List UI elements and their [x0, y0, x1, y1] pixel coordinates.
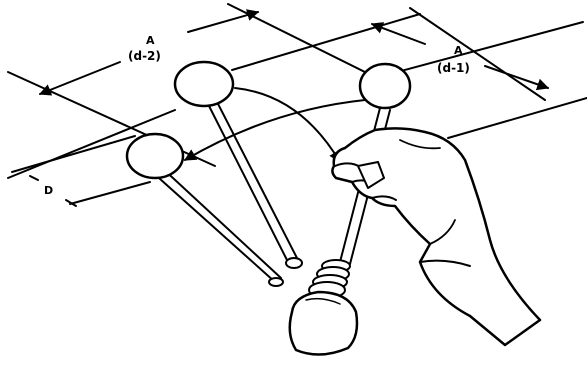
dim-right-arrow-b [484, 65, 550, 91]
baseline-right [447, 97, 587, 139]
dim-d-tick-b [65, 199, 77, 207]
middle-lever [173, 60, 303, 269]
left-lever-knob [125, 132, 185, 180]
dim-left-arrow-a [38, 61, 121, 96]
dim-label-right-a: A [454, 44, 463, 57]
motion-arrow-forward [234, 87, 341, 164]
right-lever-with-boot [288, 62, 412, 356]
motion-arrow-back [183, 99, 366, 161]
baseline-left [7, 109, 176, 179]
dim-left-arrow-b [187, 9, 260, 33]
lever-base-housing [288, 290, 359, 356]
motion-arrows [183, 87, 366, 164]
middle-lever-knob [173, 60, 235, 108]
dim-label-right-d: (d-1) [437, 61, 470, 75]
dim-d-line-b [69, 181, 151, 205]
baseline-top-middle [231, 13, 421, 71]
left-lever [125, 132, 284, 287]
dim-label-left-d: (d-2) [128, 49, 161, 63]
dim-right-arrow-a [370, 22, 426, 45]
baseline-top-right [374, 21, 584, 79]
dim-d-line-a [11, 135, 136, 173]
dim-label-left-a: A [146, 34, 155, 47]
extension-line-right [409, 7, 546, 101]
extension-line-middle [227, 3, 386, 83]
dim-d-tick-a [29, 175, 39, 181]
right-lever-knob [358, 62, 412, 110]
dimension-lines [7, 3, 587, 207]
dim-label-knob-diameter: D [44, 184, 53, 197]
operator-hand [331, 127, 542, 347]
